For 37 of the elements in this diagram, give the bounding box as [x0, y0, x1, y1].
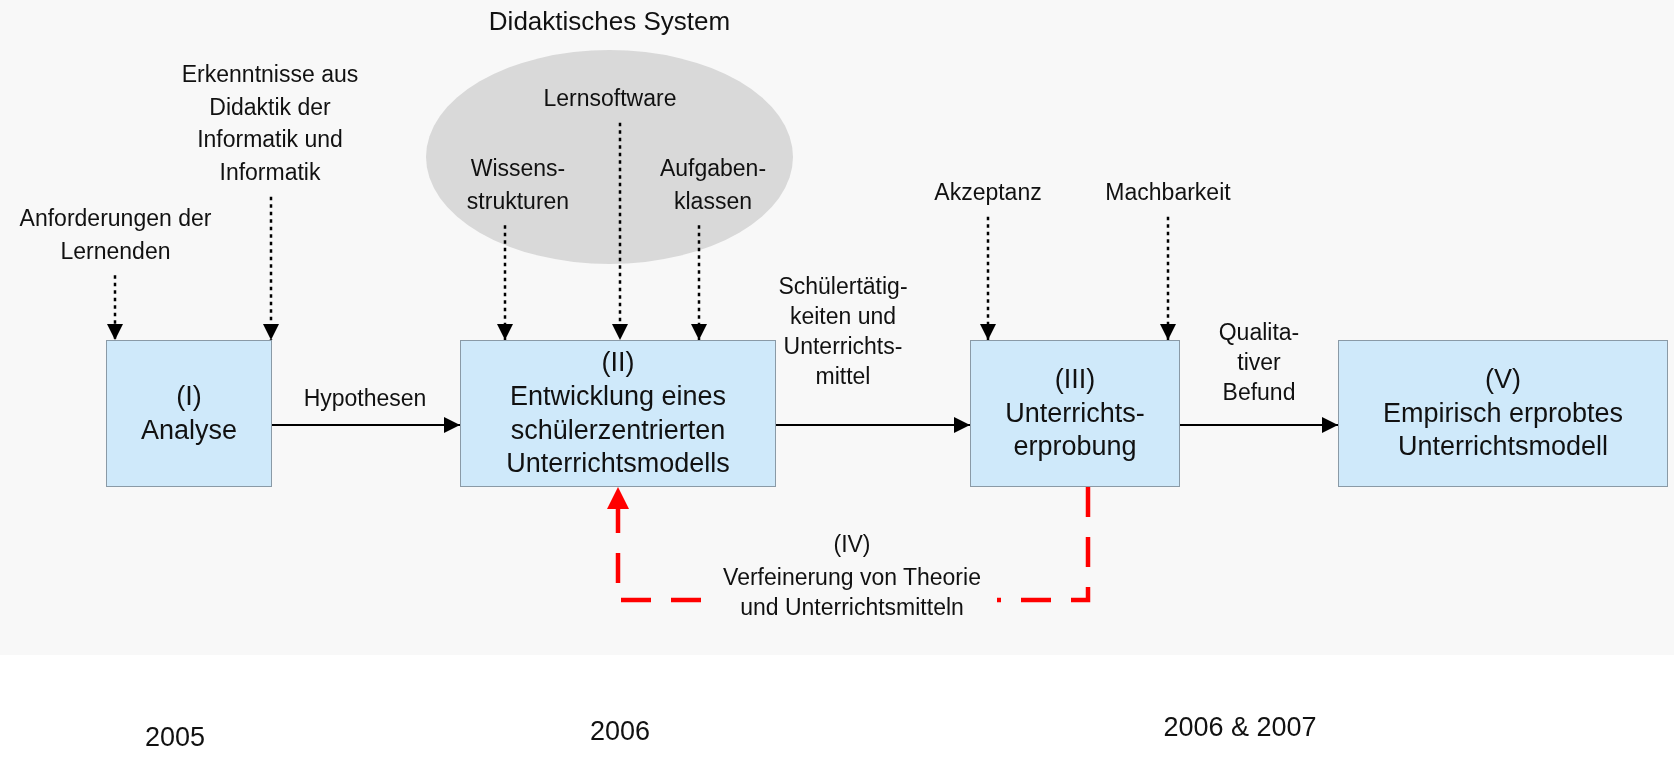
edge-label: Hypothesen — [302, 384, 428, 413]
dashed-arrow — [980, 216, 996, 340]
step-label: Entwicklung eines schülerzentrierten Unterrichtsmodells — [505, 379, 731, 481]
dashed-arrow — [497, 225, 513, 340]
year-label: 2005 — [143, 722, 207, 753]
dashed-arrow — [1160, 216, 1176, 340]
input-label: Wissens- strukturen — [458, 152, 578, 218]
input-label: Machbarkeit — [1085, 176, 1251, 209]
step-number: (IV) — [832, 531, 872, 558]
process-box — [970, 340, 1180, 487]
dashed-arrow — [263, 196, 279, 340]
arrow — [271, 417, 461, 433]
step-label: Unterrichts- erprobung — [1004, 396, 1146, 464]
process-box — [460, 340, 776, 487]
step-label: Analyse — [140, 413, 238, 447]
step-label: Empirisch erprobtes Unterrichtsmodell — [1381, 396, 1625, 464]
process-box — [1338, 340, 1668, 487]
edge-label: Schülertätig- keiten und Unterrichts- mittel — [777, 272, 909, 391]
year-label: 2006 — [588, 716, 652, 747]
input-label: Anforderungen der Lernenden — [8, 202, 223, 268]
ellipse-heading: Didaktisches System — [487, 6, 732, 38]
step-number: (V) — [1485, 362, 1521, 396]
step-number: (I) — [176, 379, 202, 413]
dashed-arrow — [612, 122, 628, 340]
process-box — [106, 340, 272, 487]
input-label: Lernsoftware — [540, 82, 680, 115]
arrow — [775, 417, 971, 433]
edge-label: Qualita- tiver Befund — [1217, 318, 1301, 407]
dashed-arrow — [691, 225, 707, 340]
year-label: 2006 & 2007 — [1162, 712, 1318, 743]
step-number: (III) — [1054, 362, 1096, 396]
input-label: Aufgaben- klassen — [647, 152, 779, 218]
input-label: Erkenntnisse aus Didaktik der Informatik und Informatik — [165, 58, 375, 189]
dashed-arrow — [107, 275, 123, 340]
step-number: (II) — [601, 346, 635, 379]
arrow — [1179, 417, 1339, 433]
input-label: Akzeptanz — [918, 176, 1058, 209]
